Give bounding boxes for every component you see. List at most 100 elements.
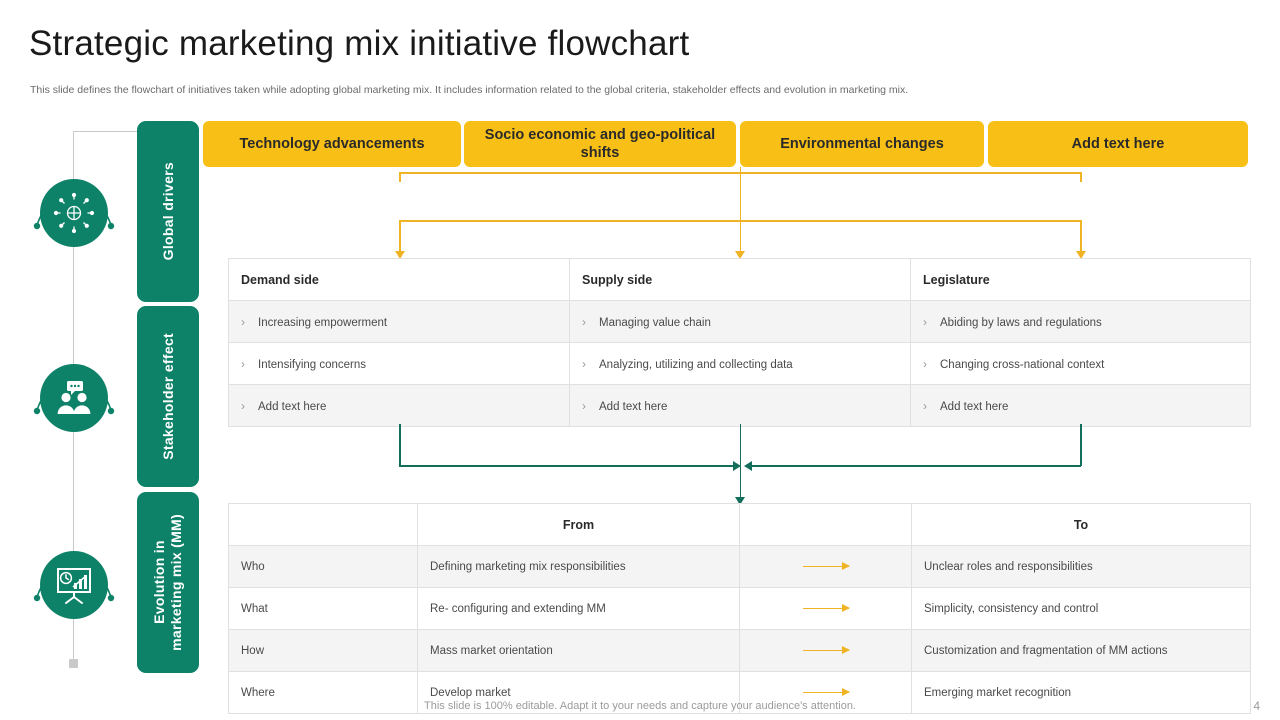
row-key: How [228,629,418,672]
table-row: › Increasing empowerment › Managing value … [228,300,1251,343]
chevron-right-icon: › [923,356,927,371]
row-arrow [739,587,912,630]
category-bar-global-drivers[interactable]: Global drivers [137,121,199,302]
driver-pill-technology-advancements[interactable]: Technology advancements [203,121,461,167]
table-header-row: Demand side Supply side Legislature [228,258,1251,301]
category-bar-label: Global drivers [159,162,176,261]
column-header-supply-side: Supply side [569,258,911,301]
chevron-right-icon: › [582,398,586,413]
footer-note: This slide is 100% editable. Adapt it to… [424,700,856,712]
table-cell: › Analyzing, utilizing and collecting dat… [569,342,911,385]
category-icon-evolution [29,540,119,630]
table-cell: › Add text here [569,384,911,427]
table-row: › Intensifying concerns › Analyzing, utili… [228,342,1251,385]
cell-text: Abiding by laws and regulations [940,316,1102,329]
column-header-legislature: Legislature [910,258,1251,301]
driver-pill-label: Add text here [1071,136,1165,152]
page-number: 4 [1253,699,1260,713]
connector-drivers-stub-left [399,172,401,182]
arrow-into-legislature [1076,251,1086,259]
column-header-from: From [417,503,740,546]
arrow-right-icon [802,646,850,654]
row-from: Mass market orientation [417,629,740,672]
rail-end-dot [69,659,78,668]
cell-text: Intensifying concerns [258,358,367,371]
table-header-row: From To [228,503,1251,546]
connector-teal-right-riser [1080,424,1082,466]
table-cell: › Add text here [910,384,1251,427]
row-to: Simplicity, consistency and control [911,587,1251,630]
table-row: Who Defining marketing mix responsibilit… [228,545,1251,588]
column-header-demand-side: Demand side [228,258,570,301]
category-bar-evolution[interactable]: Evolution in marketing mix (MM) [137,492,199,673]
arrow-into-supply-side [735,251,745,259]
category-bar-label: Stakeholder effect [159,333,176,460]
arrow-teal-merge-left [744,461,752,471]
table-cell: › Intensifying concerns [228,342,570,385]
table-row: What Re- configuring and extending MM Si… [228,587,1251,630]
chevron-right-icon: › [923,398,927,413]
page-title: Strategic marketing mix initiative flowc… [29,24,690,63]
connector-teal-right-bus [748,465,1081,467]
connector-drop-demand [399,220,401,256]
driver-pill-label: Environmental changes [780,136,944,152]
row-arrow [739,545,912,588]
cell-text: Add text here [940,400,1009,413]
row-from: Develop market [417,671,740,714]
cell-text: Add text here [599,400,668,413]
chevron-right-icon: › [241,398,245,413]
arrow-into-evolution-table [735,497,745,505]
rail-connector-top [73,131,168,132]
chevron-right-icon: › [582,356,586,371]
table-row: How Mass market orientation Customizatio… [228,629,1251,672]
column-header-spacer [739,503,912,546]
row-key: Where [228,671,418,714]
table-cell: › Increasing empowerment [228,300,570,343]
page-subtitle: This slide defines the flowchart of init… [30,84,909,96]
driver-pill-label: Technology advancements [239,136,425,152]
category-icon-stakeholder-effect [29,353,119,443]
row-to: Emerging market recognition [911,671,1251,714]
arrow-right-icon [802,688,850,696]
connector-drop-legislature [1080,220,1082,256]
cell-text: Add text here [258,400,327,413]
row-from: Defining marketing mix responsibilities [417,545,740,588]
connector-teal-left-bus [399,465,735,467]
table-row: › Add text here › Add text here › Add text … [228,384,1251,427]
chevron-right-icon: › [582,314,586,329]
row-key: What [228,587,418,630]
connector-drivers-center-drop [739,167,741,256]
arrow-right-icon [802,604,850,612]
category-bar-label: Evolution in marketing mix (MM) [151,514,184,651]
cell-text: Managing value chain [599,316,711,329]
column-header-key [228,503,418,546]
stakeholder-table: Demand side Supply side Legislature › Inc… [228,258,1251,427]
row-from: Re- configuring and extending MM [417,587,740,630]
driver-pill-environmental-changes[interactable]: Environmental changes [740,121,984,167]
column-header-to: To [911,503,1251,546]
connector-teal-center-drop [739,424,741,501]
chevron-right-icon: › [923,314,927,329]
driver-pill-add-text-here[interactable]: Add text here [988,121,1248,167]
chevron-right-icon: › [241,356,245,371]
cell-text: Increasing empowerment [258,316,388,329]
arrow-right-icon [802,562,850,570]
table-cell: › Abiding by laws and regulations [910,300,1251,343]
connector-teal-left-riser [399,424,401,466]
cell-text: Analyzing, utilizing and collecting data [599,358,793,371]
table-cell: › Managing value chain [569,300,911,343]
driver-pill-label: Socio economic and geo-political shifts [484,127,716,161]
row-to: Unclear roles and responsibilities [911,545,1251,588]
row-to: Customization and fragmentation of MM ac… [911,629,1251,672]
cell-text: Changing cross-national context [940,358,1105,371]
table-cell: › Add text here [228,384,570,427]
category-bar-stakeholder-effect[interactable]: Stakeholder effect [137,306,199,487]
row-arrow [739,671,912,714]
arrow-teal-merge-right [733,461,741,471]
driver-pill-socio-economic[interactable]: Socio economic and geo-political shifts [464,121,736,167]
connector-drivers-stub-right [1080,172,1082,182]
evolution-table: From To Who Defining marketing mix respo… [228,503,1251,714]
row-key: Who [228,545,418,588]
chevron-right-icon: › [241,314,245,329]
